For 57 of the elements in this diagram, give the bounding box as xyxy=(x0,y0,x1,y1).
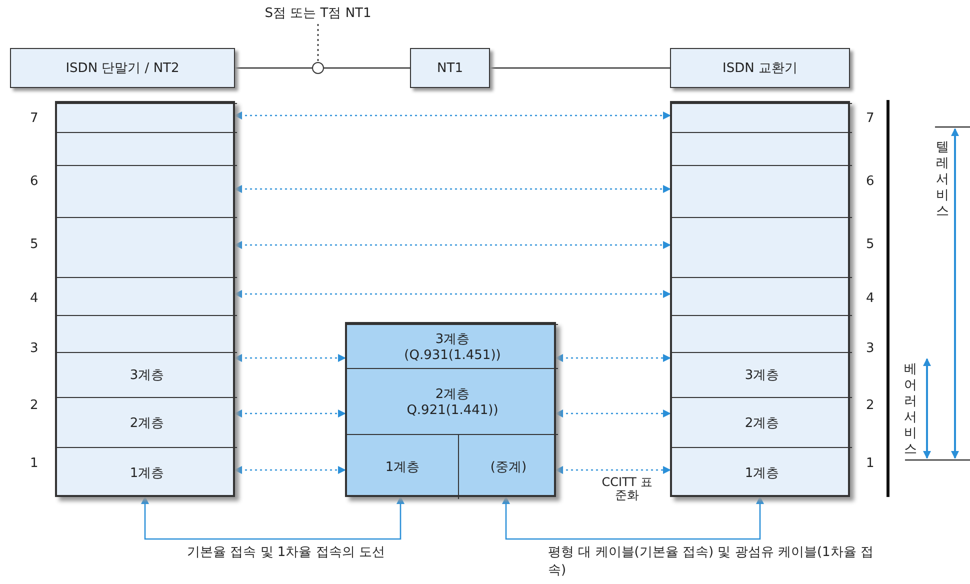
arrow xyxy=(234,354,346,362)
device-box xyxy=(10,48,235,88)
layer-number: 2 xyxy=(866,398,874,413)
layer-number: 3 xyxy=(866,341,874,356)
layer-number: 6 xyxy=(30,174,38,189)
device-box xyxy=(410,48,490,88)
layer-label: 2계층 xyxy=(435,386,470,403)
connector-line xyxy=(324,67,410,69)
layer-label: 1계층 xyxy=(744,464,780,482)
connector-line xyxy=(490,67,670,69)
protocol-stack xyxy=(345,322,556,497)
layer-label: 1계층 xyxy=(130,464,164,482)
layer-label: 2계층 xyxy=(744,414,780,432)
layer-label: ISDN 교환기 xyxy=(722,60,798,77)
layer-label: 3계층 xyxy=(435,331,470,348)
layer-label: 3계층 xyxy=(130,367,164,384)
arrow xyxy=(234,112,671,120)
layer-label: 1계층 xyxy=(385,459,420,476)
layer-number: 6 xyxy=(866,174,874,189)
layer-label: NT1 xyxy=(437,60,463,76)
point-label: S점 또는 T점 NT1 xyxy=(248,2,388,24)
layer-label: (Q.931(1.451)) xyxy=(404,348,501,363)
service-label: 베어러 서비스 xyxy=(904,362,918,458)
layer-label: 2계층 xyxy=(130,414,164,432)
layer-label: Q.921(1.441)) xyxy=(406,403,498,418)
note-text: CCITT 표준화 xyxy=(601,476,653,502)
protocol-stack xyxy=(670,101,850,497)
layer-number: 1 xyxy=(30,456,38,471)
layer-row xyxy=(458,434,558,499)
leader-line xyxy=(317,24,319,62)
arrow xyxy=(502,496,764,540)
arrow xyxy=(141,496,404,540)
arrow xyxy=(234,410,346,418)
layer-number: 2 xyxy=(30,398,38,413)
layer-number: 4 xyxy=(866,291,874,306)
layer-number: 4 xyxy=(30,291,38,306)
protocol-stack xyxy=(55,101,235,497)
arrow xyxy=(234,290,671,298)
arrow xyxy=(234,241,671,249)
layer-number: 3 xyxy=(30,341,38,356)
layer-label: ISDN 단말기 / NT2 xyxy=(66,60,180,77)
layer-label: (중계) xyxy=(490,459,527,476)
connector-line xyxy=(235,67,312,69)
layer-number: 7 xyxy=(866,111,874,126)
layer-number: 1 xyxy=(866,456,874,471)
arrow xyxy=(555,354,671,362)
arrow xyxy=(555,410,671,418)
junction-circle xyxy=(312,62,324,74)
service-label: 텔레 서비스 xyxy=(936,140,950,220)
layer-number: 5 xyxy=(866,237,874,252)
device-box xyxy=(670,48,850,88)
layer-number: 5 xyxy=(30,237,38,252)
arrow xyxy=(555,466,671,474)
layer-number: 7 xyxy=(30,111,38,126)
arrow xyxy=(234,466,346,474)
layer-label: 3계층 xyxy=(744,367,780,384)
arrow xyxy=(234,185,671,193)
